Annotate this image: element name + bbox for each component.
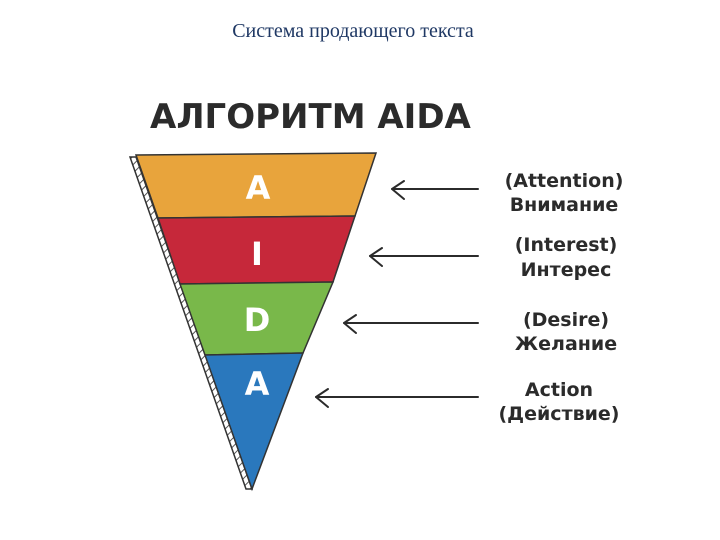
label-action-en: Action (525, 379, 593, 401)
label-desire-en: (Desire) (523, 309, 609, 331)
arrow-action (315, 388, 479, 408)
funnel-letter-desire: D (244, 301, 271, 339)
slide-title: Система продающего текста (232, 20, 474, 42)
arrow-desire (343, 314, 479, 334)
funnel-letter-action: A (245, 365, 270, 403)
label-attention-ru: Внимание (510, 194, 619, 216)
label-desire-ru: Желание (515, 333, 617, 355)
funnel-letter-interest: I (251, 235, 263, 273)
label-action-ru: (Действие) (499, 403, 620, 425)
label-interest-en: (Interest) (515, 234, 618, 256)
arrow-interest (369, 247, 479, 267)
label-interest-ru: Интерес (521, 259, 612, 281)
funnel-letter-attention: A (246, 169, 271, 207)
funnel-layer-action (203, 352, 305, 492)
arrow-attention (391, 180, 479, 200)
label-attention-en: (Attention) (505, 170, 624, 192)
diagram-heading: АЛГОРИТМ AIDA (150, 97, 472, 137)
